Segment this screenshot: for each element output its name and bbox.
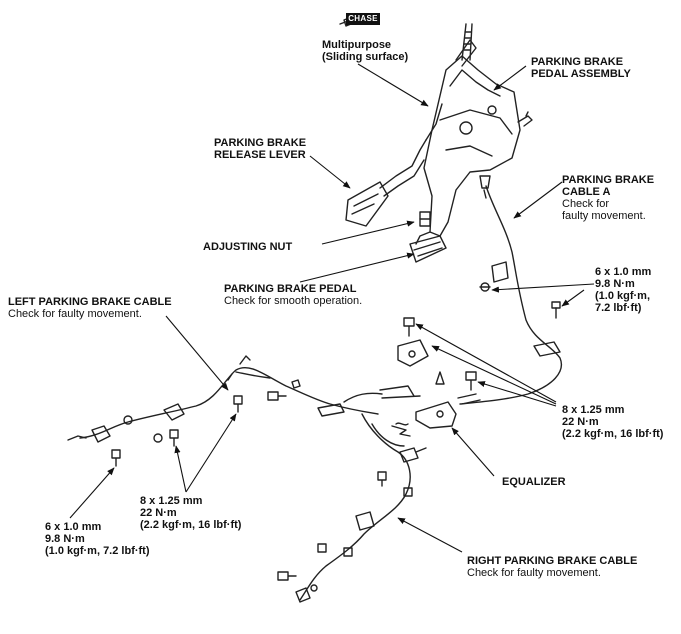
bolt-left-8a xyxy=(169,429,179,447)
pedal-assembly-part xyxy=(423,39,521,237)
bolt-left-8b xyxy=(233,395,243,413)
leader-adjusting-nut xyxy=(321,220,415,245)
leader-release-lever xyxy=(309,155,351,189)
multipurpose-label: Multipurpose(Sliding surface) xyxy=(322,39,409,63)
left-cable-end xyxy=(67,403,185,443)
leader-8mm-left-b xyxy=(185,413,237,493)
leader-8mm-right-b xyxy=(431,345,557,405)
leader-right-cable xyxy=(397,517,463,553)
mounting-bracket-part xyxy=(397,317,429,367)
left-brake-cable xyxy=(79,367,379,439)
leader-6mm-right-a xyxy=(491,283,595,293)
bolt-right-6 xyxy=(551,301,561,319)
leader-brake-pedal xyxy=(299,252,415,283)
adjusting-nut-label: ADJUSTING NUT xyxy=(203,241,293,253)
leader-6mm-right-b xyxy=(561,289,585,307)
cable-a-bracket xyxy=(479,261,509,292)
leader-equalizer xyxy=(451,427,495,477)
leader-cable-a xyxy=(513,181,563,219)
chase-badge: CHASE xyxy=(346,13,380,25)
equalizer-part xyxy=(379,371,457,437)
leader-8mm-right-a xyxy=(415,323,557,403)
bolt-right-8a xyxy=(465,371,477,391)
right-brake-cable xyxy=(299,413,411,601)
cable-a xyxy=(459,185,563,405)
leader-6mm-left xyxy=(69,467,115,519)
release-lever-part xyxy=(345,103,443,227)
brake-pedal-part xyxy=(409,231,447,263)
right-cable-parts xyxy=(277,447,427,603)
leader-8mm-right-c xyxy=(477,381,557,407)
leader-multipurpose xyxy=(357,63,429,107)
adjusting-nut-part xyxy=(419,211,431,227)
leader-pedal-assembly xyxy=(493,65,527,91)
leader-left-cable xyxy=(165,315,229,391)
return-spring-part xyxy=(517,111,533,127)
equalizer-label: EQUALIZER xyxy=(502,476,566,488)
leader-8mm-left-a xyxy=(174,445,187,493)
bolt-left-8c xyxy=(267,379,301,401)
bolt-left-6 xyxy=(111,449,121,467)
threaded-rod-part xyxy=(461,23,473,61)
